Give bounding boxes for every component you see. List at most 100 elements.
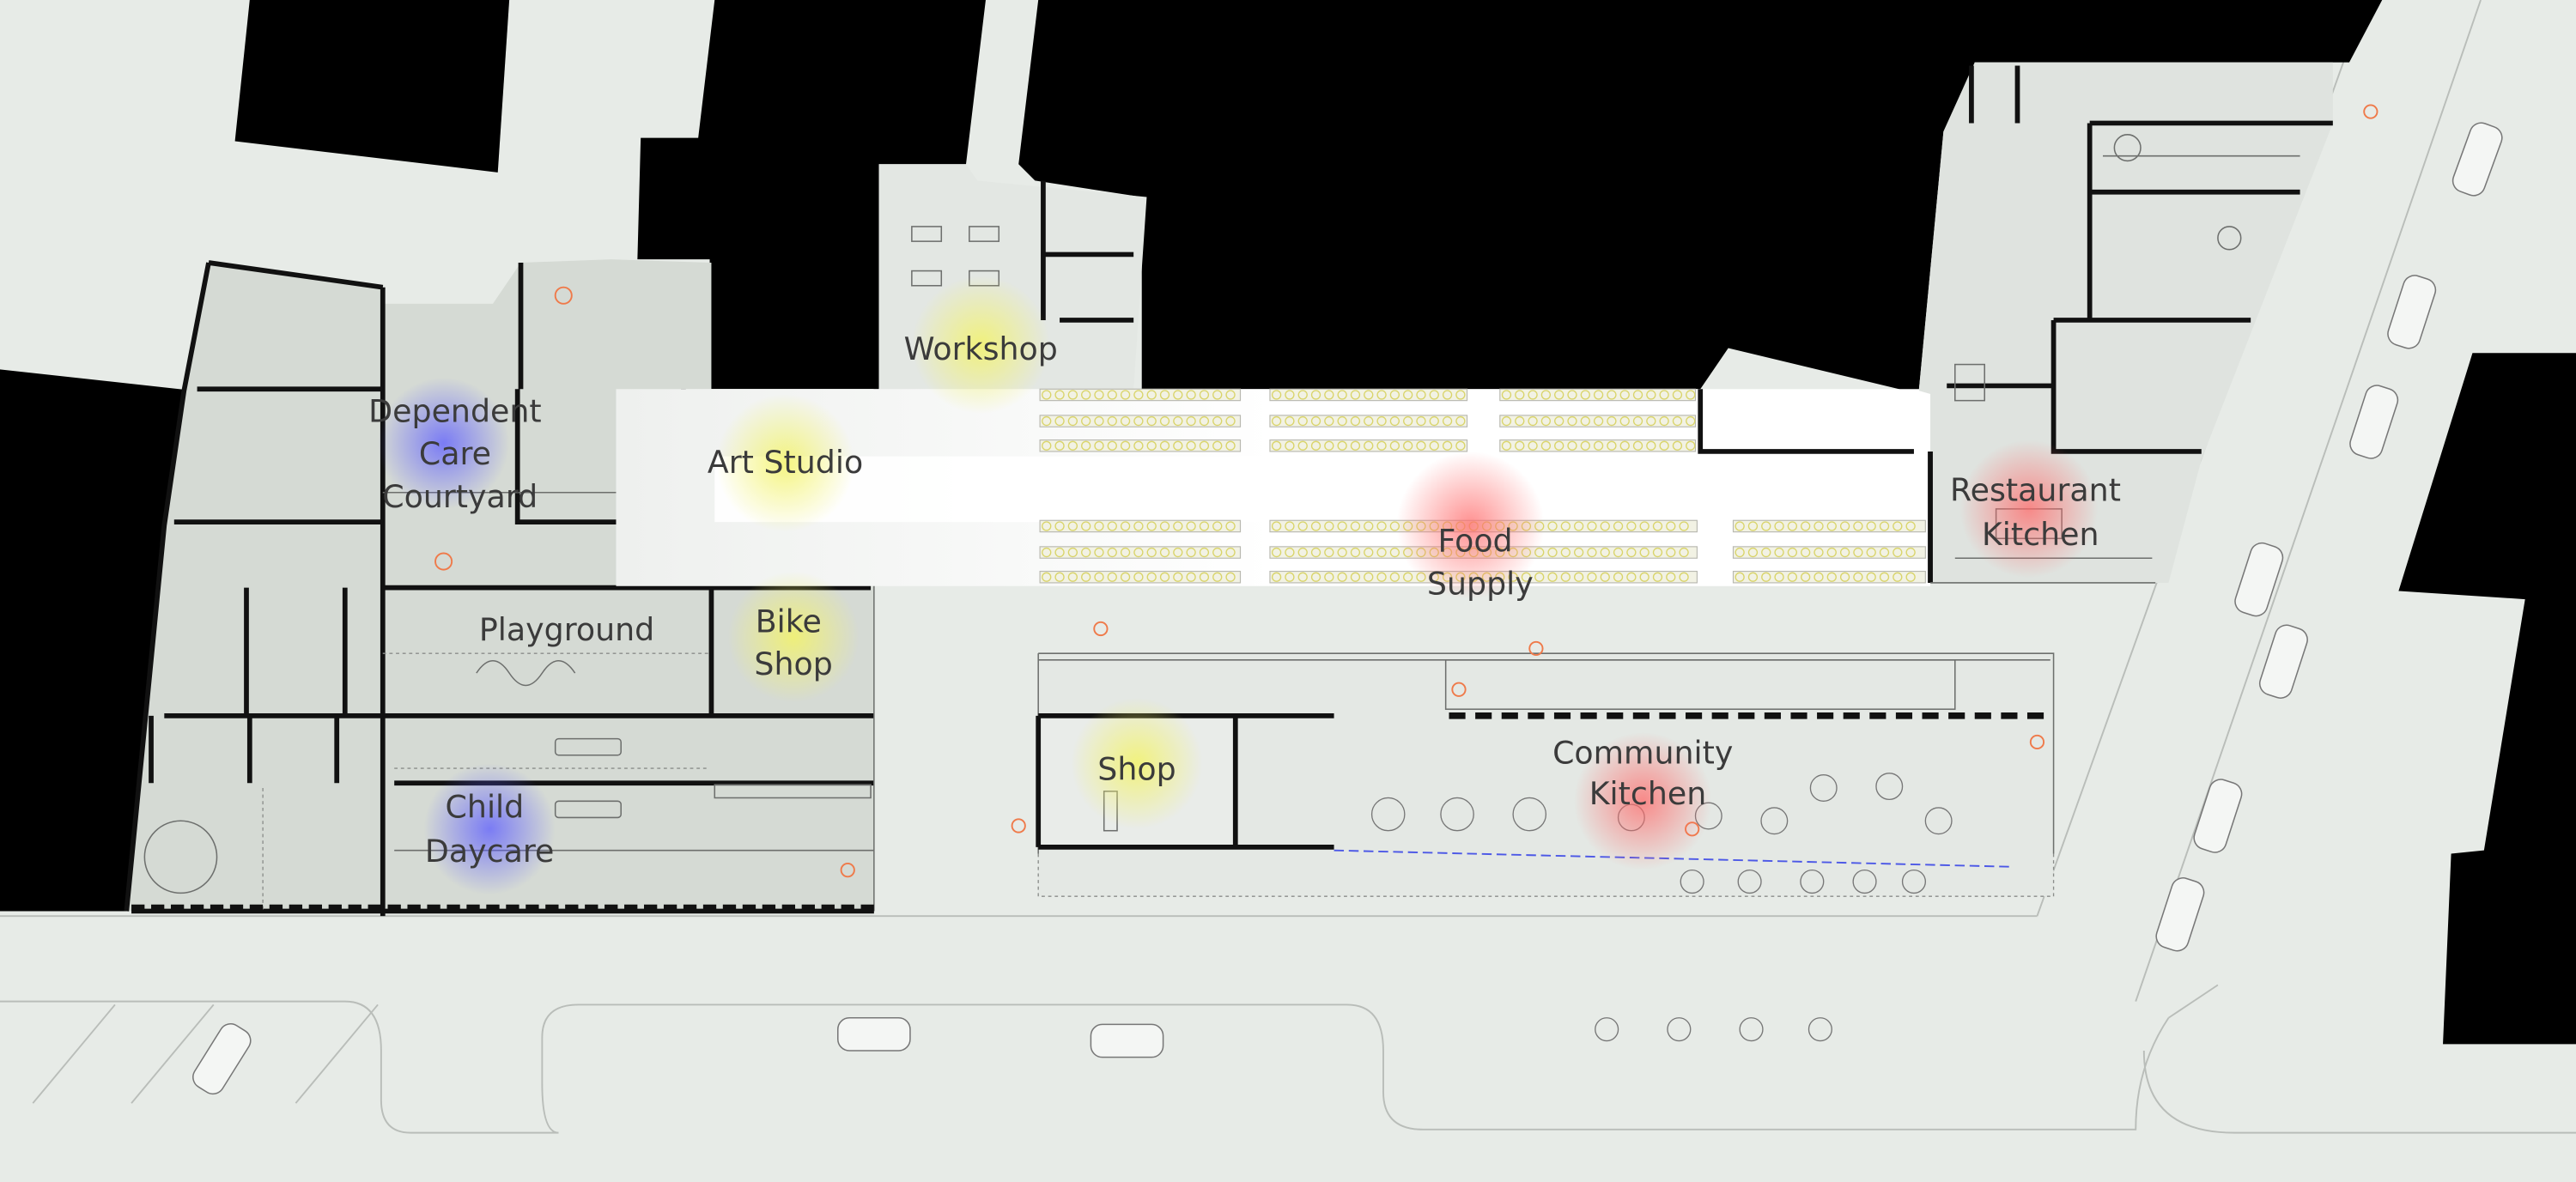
plant: [1212, 572, 1223, 582]
plant: [1120, 415, 1131, 427]
plant: [1212, 521, 1223, 531]
plant: [1107, 440, 1117, 451]
plant: [1547, 547, 1558, 558]
plant: [1540, 390, 1552, 400]
building-block-east: [2398, 353, 2576, 1045]
plant: [1735, 521, 1745, 531]
plant: [1199, 572, 1210, 582]
plant: [1120, 440, 1131, 451]
plant: [1225, 521, 1236, 531]
plant: [1186, 572, 1196, 582]
plant: [1814, 572, 1824, 582]
label-food-supply: Food Supply: [1427, 523, 1534, 603]
dining-table: [1739, 1017, 1764, 1042]
plant: [1159, 521, 1170, 531]
dining-table: [1512, 797, 1547, 832]
plant: [1747, 521, 1759, 531]
plant: [1672, 390, 1683, 400]
plant: [1893, 572, 1903, 582]
plant: [1271, 521, 1282, 531]
planter-bed: [1039, 439, 1242, 452]
dining-table: [1807, 1017, 1832, 1042]
plant: [1853, 572, 1863, 582]
plant: [1133, 440, 1144, 451]
planter-bed: [1732, 519, 1926, 533]
plant: [1146, 390, 1157, 400]
plant: [1212, 390, 1223, 400]
plant: [1173, 572, 1183, 582]
plant: [1173, 521, 1183, 531]
label-line: Kitchen: [1982, 516, 2099, 553]
plant: [1672, 415, 1683, 427]
plant: [1159, 547, 1170, 558]
plant: [1133, 521, 1144, 531]
plant: [1652, 547, 1663, 558]
plant: [1547, 572, 1558, 582]
plant: [1146, 572, 1157, 582]
plant: [1593, 440, 1604, 451]
plant: [1337, 440, 1347, 451]
plant: [1600, 572, 1610, 582]
car: [2451, 122, 2503, 197]
plant: [1297, 521, 1308, 531]
label-line: Bike: [756, 603, 822, 639]
plant: [1686, 390, 1696, 400]
car: [2155, 877, 2205, 952]
plant: [1310, 415, 1321, 427]
planter-bed: [1039, 388, 1242, 402]
plant: [1186, 521, 1196, 531]
plant: [1515, 440, 1525, 451]
plant: [1528, 440, 1538, 451]
plant: [1774, 547, 1784, 558]
dining-table: [1667, 1017, 1692, 1042]
plant: [1455, 440, 1466, 451]
plant: [1666, 547, 1676, 558]
plant: [1389, 440, 1400, 451]
plant: [1389, 390, 1400, 400]
plant: [1879, 521, 1890, 531]
plant: [1639, 547, 1649, 558]
plant: [1271, 390, 1282, 400]
plant: [1403, 440, 1413, 451]
label-line: Playground: [479, 611, 654, 648]
plant: [1593, 415, 1604, 427]
plant: [1120, 521, 1131, 531]
plant: [1297, 572, 1308, 582]
dining-table: [1370, 797, 1406, 832]
label-playground: Playground: [479, 611, 654, 648]
plant: [1324, 572, 1334, 582]
label-line: Community: [1552, 734, 1733, 771]
plant: [1587, 547, 1597, 558]
plant: [1186, 440, 1196, 451]
label-child-daycare: Child Daycare: [425, 788, 554, 870]
plant: [1389, 547, 1400, 558]
plant: [1173, 415, 1183, 427]
plant: [1619, 440, 1630, 451]
plant: [1310, 572, 1321, 582]
plant: [1659, 415, 1669, 427]
plant: [1364, 521, 1374, 531]
plant: [1574, 572, 1584, 582]
plant: [1067, 440, 1078, 451]
plant: [1146, 547, 1157, 558]
plant: [1173, 440, 1183, 451]
dining-table: [1595, 1017, 1619, 1042]
planter-bed: [1039, 570, 1242, 584]
plant: [1632, 390, 1643, 400]
space-labels: Workshop Dependent Care Courtyard Art St…: [368, 330, 2121, 870]
plant: [1501, 415, 1512, 427]
plant: [1866, 547, 1876, 558]
plant: [1042, 521, 1052, 531]
plant: [1429, 440, 1439, 451]
plant: [1403, 390, 1413, 400]
plant: [1540, 440, 1552, 451]
plant: [1094, 390, 1104, 400]
plant: [1133, 572, 1144, 582]
plant: [1067, 390, 1078, 400]
plant: [1587, 521, 1597, 531]
car: [1090, 1023, 1164, 1058]
plant: [1455, 390, 1466, 400]
building-block-west: [0, 369, 194, 912]
plant: [1747, 572, 1759, 582]
plant: [1081, 440, 1091, 451]
